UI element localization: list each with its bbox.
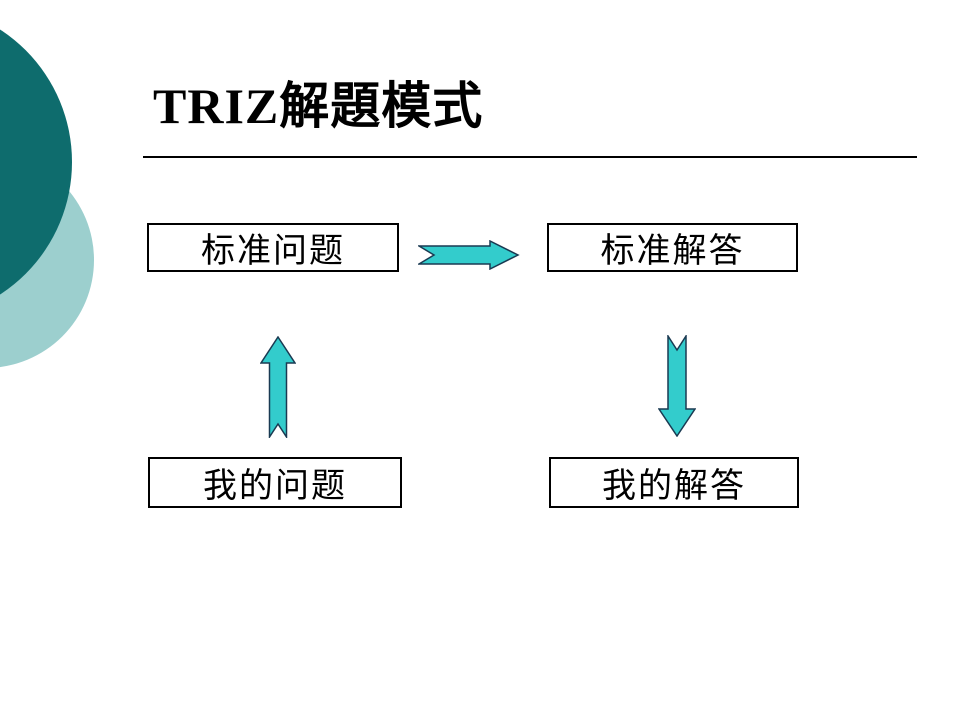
arrow-up-shape [260,336,296,438]
box-my-problem-label: 我的问题 [203,468,347,505]
slide-title: TRIZ解題模式 [153,78,484,134]
box-my-solution: 我的解答 [549,457,799,508]
box-standard-problem: 标准问题 [147,223,399,272]
arrow-down-icon [658,335,696,437]
arrow-right-shape [418,240,520,270]
title-underline [143,156,917,158]
box-standard-solution-label: 标准解答 [600,233,745,270]
dark-teal-circle [0,29,72,295]
arrow-down-shape [658,335,696,437]
box-my-problem: 我的问题 [148,457,402,508]
arrow-up-icon [260,336,296,438]
box-my-solution-label: 我的解答 [602,468,746,505]
corner-circles-decoration [0,29,94,368]
arrow-right-icon [418,240,520,270]
box-standard-solution: 标准解答 [547,223,798,272]
box-standard-problem-label: 标准问题 [201,233,345,270]
